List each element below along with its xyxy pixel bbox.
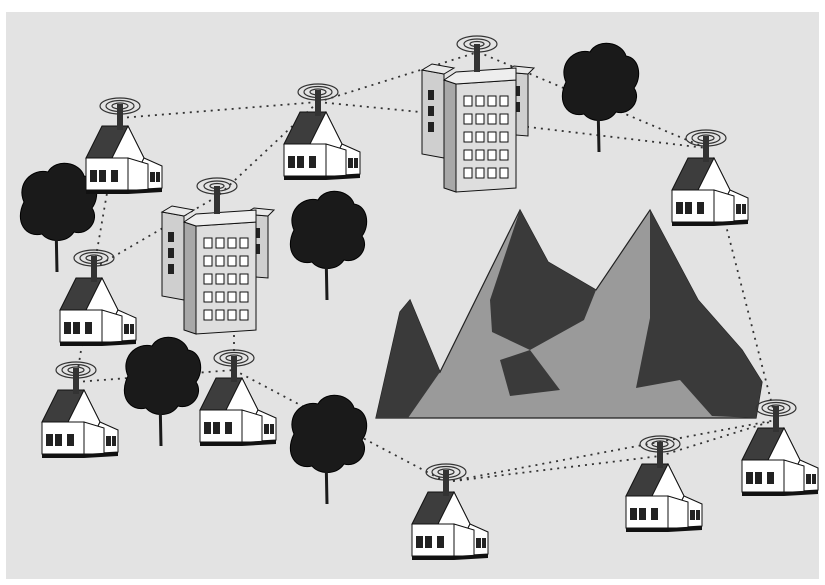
- mountain-icon: [375, 208, 763, 419]
- diagram-background: [6, 12, 819, 579]
